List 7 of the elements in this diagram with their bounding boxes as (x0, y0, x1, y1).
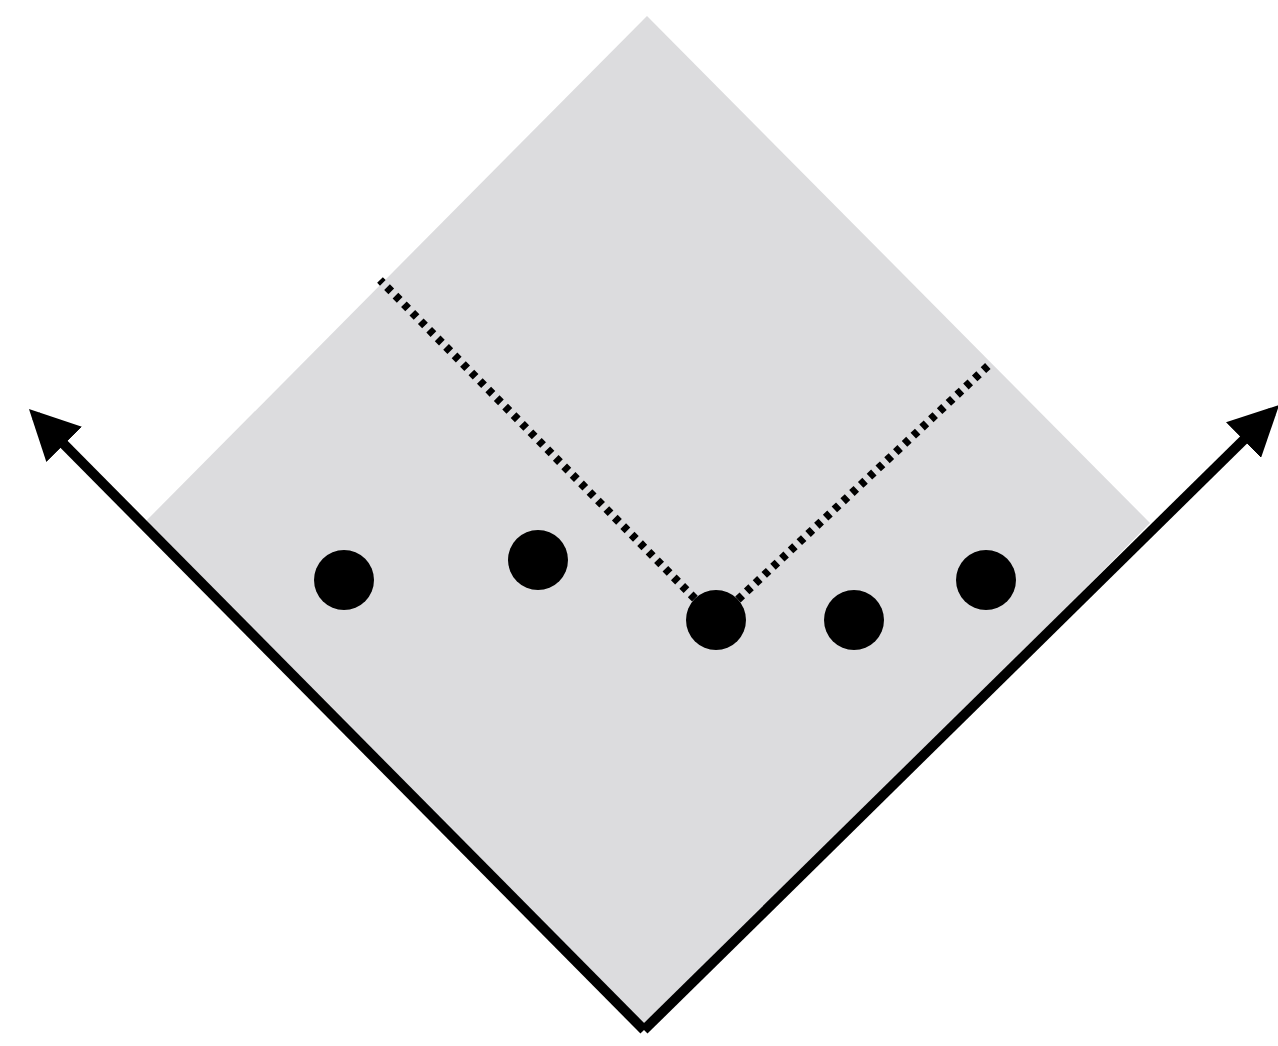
point-dot (956, 550, 1016, 610)
point-dot (314, 550, 374, 610)
point-dot (508, 530, 568, 590)
dotted-line (377, 277, 698, 602)
point-dot (824, 590, 884, 650)
dotted-line (735, 361, 993, 603)
point-dot (686, 590, 746, 650)
